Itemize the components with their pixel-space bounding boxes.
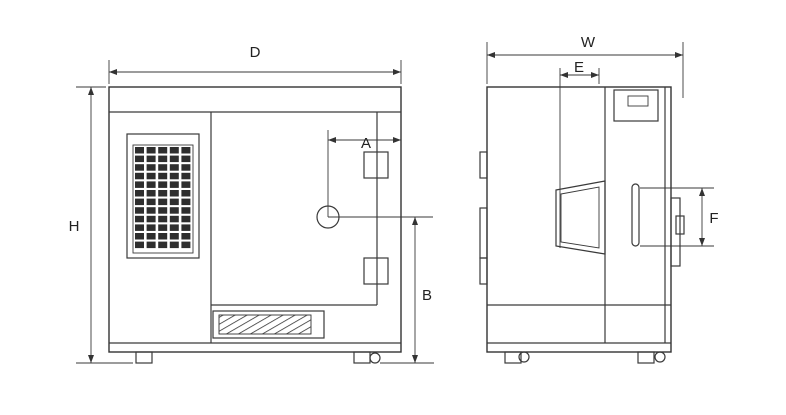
grille-cell	[135, 155, 144, 163]
grille-cell	[181, 233, 191, 240]
grille-cell	[181, 190, 191, 197]
lower-hinge	[363, 257, 389, 285]
label-h: H	[69, 218, 80, 235]
label-f: F	[709, 210, 718, 227]
grille-cell	[158, 181, 168, 188]
grille-cell	[181, 172, 191, 180]
grille-cell	[146, 224, 156, 231]
dimension-e: E	[559, 59, 600, 248]
label-a: A	[361, 135, 371, 152]
foot-left	[135, 351, 153, 364]
grille-cell	[146, 172, 156, 180]
grille-cell	[169, 207, 179, 214]
grille-cell	[169, 172, 179, 180]
grille-cell	[135, 190, 144, 197]
label-e: E	[574, 59, 584, 76]
grille-cell	[135, 233, 144, 240]
grille-cell	[181, 181, 191, 188]
dimension-f: F	[640, 187, 719, 247]
grille-cell	[135, 164, 144, 171]
side-tab-middle	[479, 207, 488, 259]
grille-cell	[135, 172, 144, 180]
side-view: D H A B	[69, 44, 434, 364]
grille-cell	[181, 207, 191, 214]
grille-cell	[181, 241, 191, 249]
grille-cell	[169, 215, 179, 223]
control-panel-display	[613, 89, 659, 122]
grille-cell	[146, 207, 156, 214]
grille-cell	[169, 198, 179, 206]
dimension-d: D	[108, 44, 402, 84]
grille-cell	[169, 181, 179, 188]
grille-cell	[158, 190, 168, 197]
front-foot-left	[504, 351, 522, 364]
grille-cell	[146, 164, 156, 171]
door-latch	[670, 197, 685, 267]
grille-cell	[181, 147, 191, 154]
dimension-b: B	[380, 217, 434, 364]
door-handle	[555, 180, 606, 255]
grille-cell	[158, 164, 168, 171]
front-foot-right	[637, 351, 655, 364]
grille-cell	[158, 172, 168, 180]
grille-cell	[158, 198, 168, 206]
foot-right	[353, 351, 371, 364]
caster-wheel	[369, 352, 381, 364]
front-view: W E F	[479, 34, 719, 364]
grille-cell	[135, 215, 144, 223]
grille-cell	[169, 164, 179, 171]
label-d: D	[250, 44, 261, 61]
side-tab-lower	[479, 257, 488, 285]
grille-cell	[169, 241, 179, 249]
window-slot	[631, 183, 640, 247]
grille-cell	[135, 198, 144, 206]
grille-cell	[146, 147, 156, 154]
grille-cell	[135, 207, 144, 214]
front-caster-left	[518, 351, 530, 363]
front-view-cabinet	[486, 86, 672, 353]
grille-cell	[146, 181, 156, 188]
vent-grille	[126, 133, 200, 259]
dimension-h: H	[69, 86, 133, 364]
grille-cell	[181, 164, 191, 171]
grille-cell	[181, 215, 191, 223]
grille-cell	[158, 155, 168, 163]
label-w: W	[581, 34, 596, 51]
grille-cell	[181, 198, 191, 206]
grille-cell	[169, 224, 179, 231]
grille-cell	[158, 224, 168, 231]
grille-cell	[169, 233, 179, 240]
label-b: B	[422, 287, 432, 304]
grille-cell	[135, 241, 144, 249]
grille-cell	[169, 147, 179, 154]
side-tab-upper	[479, 151, 488, 179]
grille-cell	[146, 155, 156, 163]
grille-cell	[146, 241, 156, 249]
grille-cell	[181, 224, 191, 231]
grille-cell	[158, 233, 168, 240]
front-caster-right	[654, 351, 666, 363]
upper-hinge	[363, 151, 389, 179]
grille-cell	[146, 233, 156, 240]
grille-cell	[158, 241, 168, 249]
grille-cell	[135, 181, 144, 188]
grille-cell	[158, 207, 168, 214]
dimension-w: W	[486, 34, 684, 98]
grille-cell	[181, 155, 191, 163]
grille-cell	[169, 190, 179, 197]
grille-cell	[146, 198, 156, 206]
grille-cell	[146, 215, 156, 223]
grille-cell	[135, 147, 144, 154]
side-view-cabinet	[108, 86, 402, 353]
bottom-vent	[212, 310, 325, 339]
dimension-a: A	[328, 135, 401, 152]
grille-cell	[158, 215, 168, 223]
grille-cell	[135, 224, 144, 231]
grille-cell	[146, 190, 156, 197]
grille-cell	[158, 147, 168, 154]
grille-cell	[169, 155, 179, 163]
